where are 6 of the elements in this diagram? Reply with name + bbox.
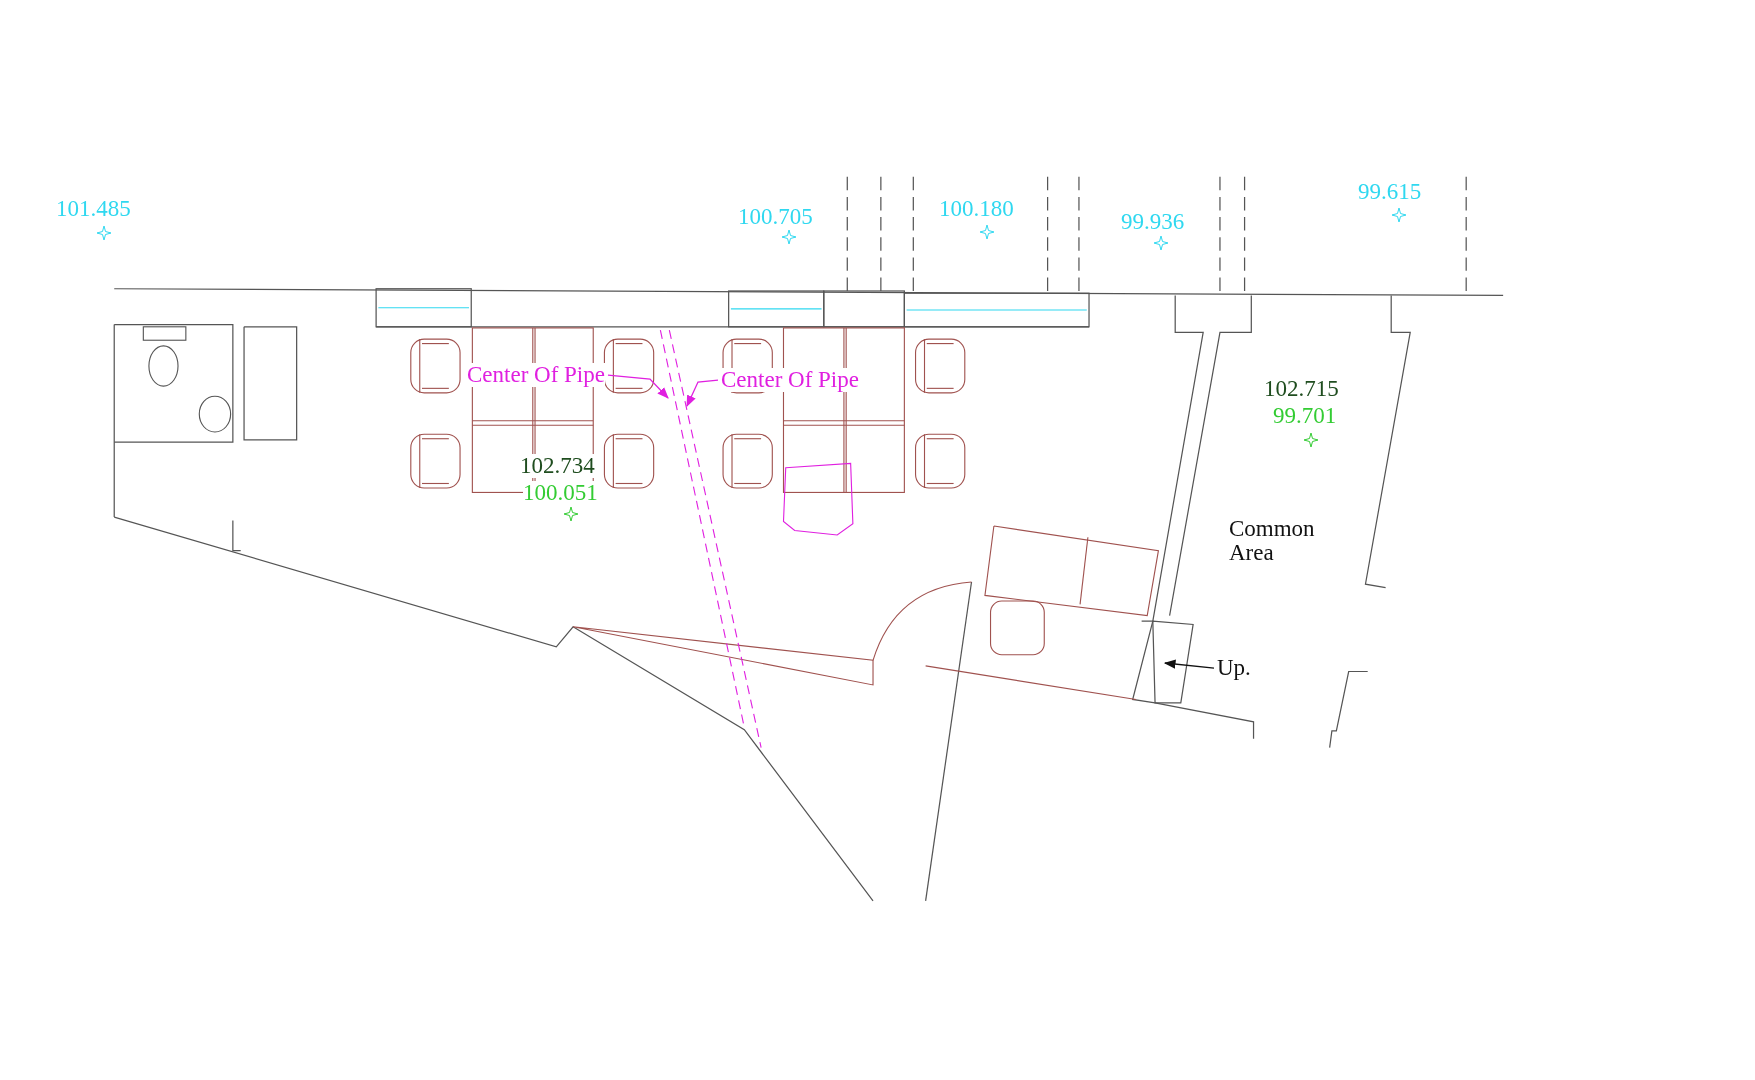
callout-label: Center Of Pipe (721, 368, 859, 393)
leader-line (1163, 659, 1215, 669)
leader-line (686, 379, 719, 408)
callout-label: Center Of Pipe (467, 363, 605, 388)
elevation-label: 102.734 (520, 454, 595, 479)
leader-line (607, 374, 669, 399)
